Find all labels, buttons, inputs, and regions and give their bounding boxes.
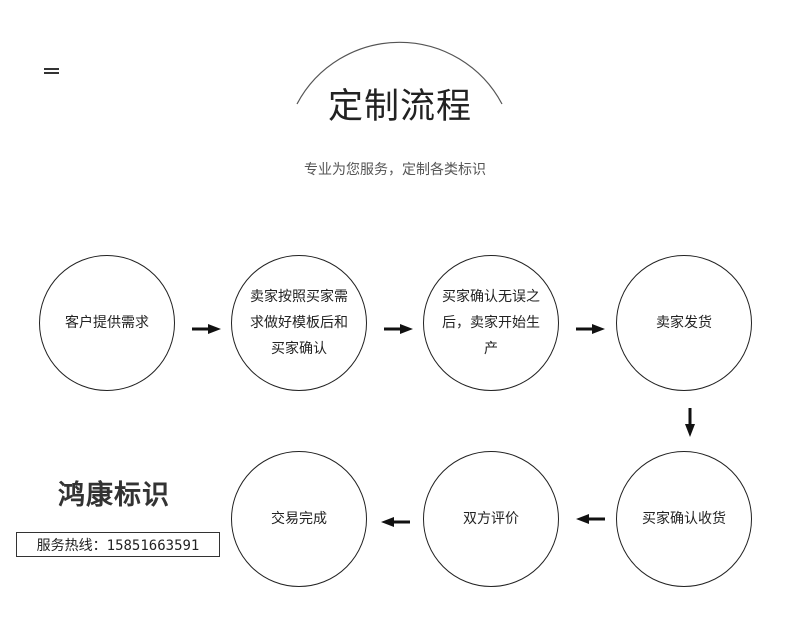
step-label: 卖家按照买家需求做好模板后和买家确认 [250,289,348,357]
menu-icon[interactable] [44,68,59,75]
step-customer-request: 客户提供需求 [39,255,175,391]
arrow-icon [381,517,410,527]
arrow-icon [576,514,605,524]
step-label: 买家确认收货 [642,511,726,527]
arrow-icon [384,324,413,334]
service-hotline: 服务热线：15851663591 [16,532,220,557]
step-label: 客户提供需求 [65,315,149,331]
title-arc [296,41,503,105]
step-receipt-confirm: 买家确认收货 [616,451,752,587]
step-label: 双方评价 [463,511,519,527]
step-shipping: 卖家发货 [616,255,752,391]
step-label: 交易完成 [271,511,327,527]
page-title: 定制流程 [327,87,472,127]
arrow-icon [685,408,695,437]
step-template-confirm: 卖家按照买家需求做好模板后和买家确认 [231,255,367,391]
step-production: 买家确认无误之后，卖家开始生产 [423,255,559,391]
page-subtitle: 专业为您服务，定制各类标识 [304,162,486,178]
arrow-icon [576,324,605,334]
step-label: 买家确认无误之后，卖家开始生产 [442,289,540,357]
step-label: 卖家发货 [656,315,712,331]
brand-name: 鸿康标识 [58,480,170,511]
step-review: 双方评价 [423,451,559,587]
step-complete: 交易完成 [231,451,367,587]
arrow-icon [192,324,221,334]
